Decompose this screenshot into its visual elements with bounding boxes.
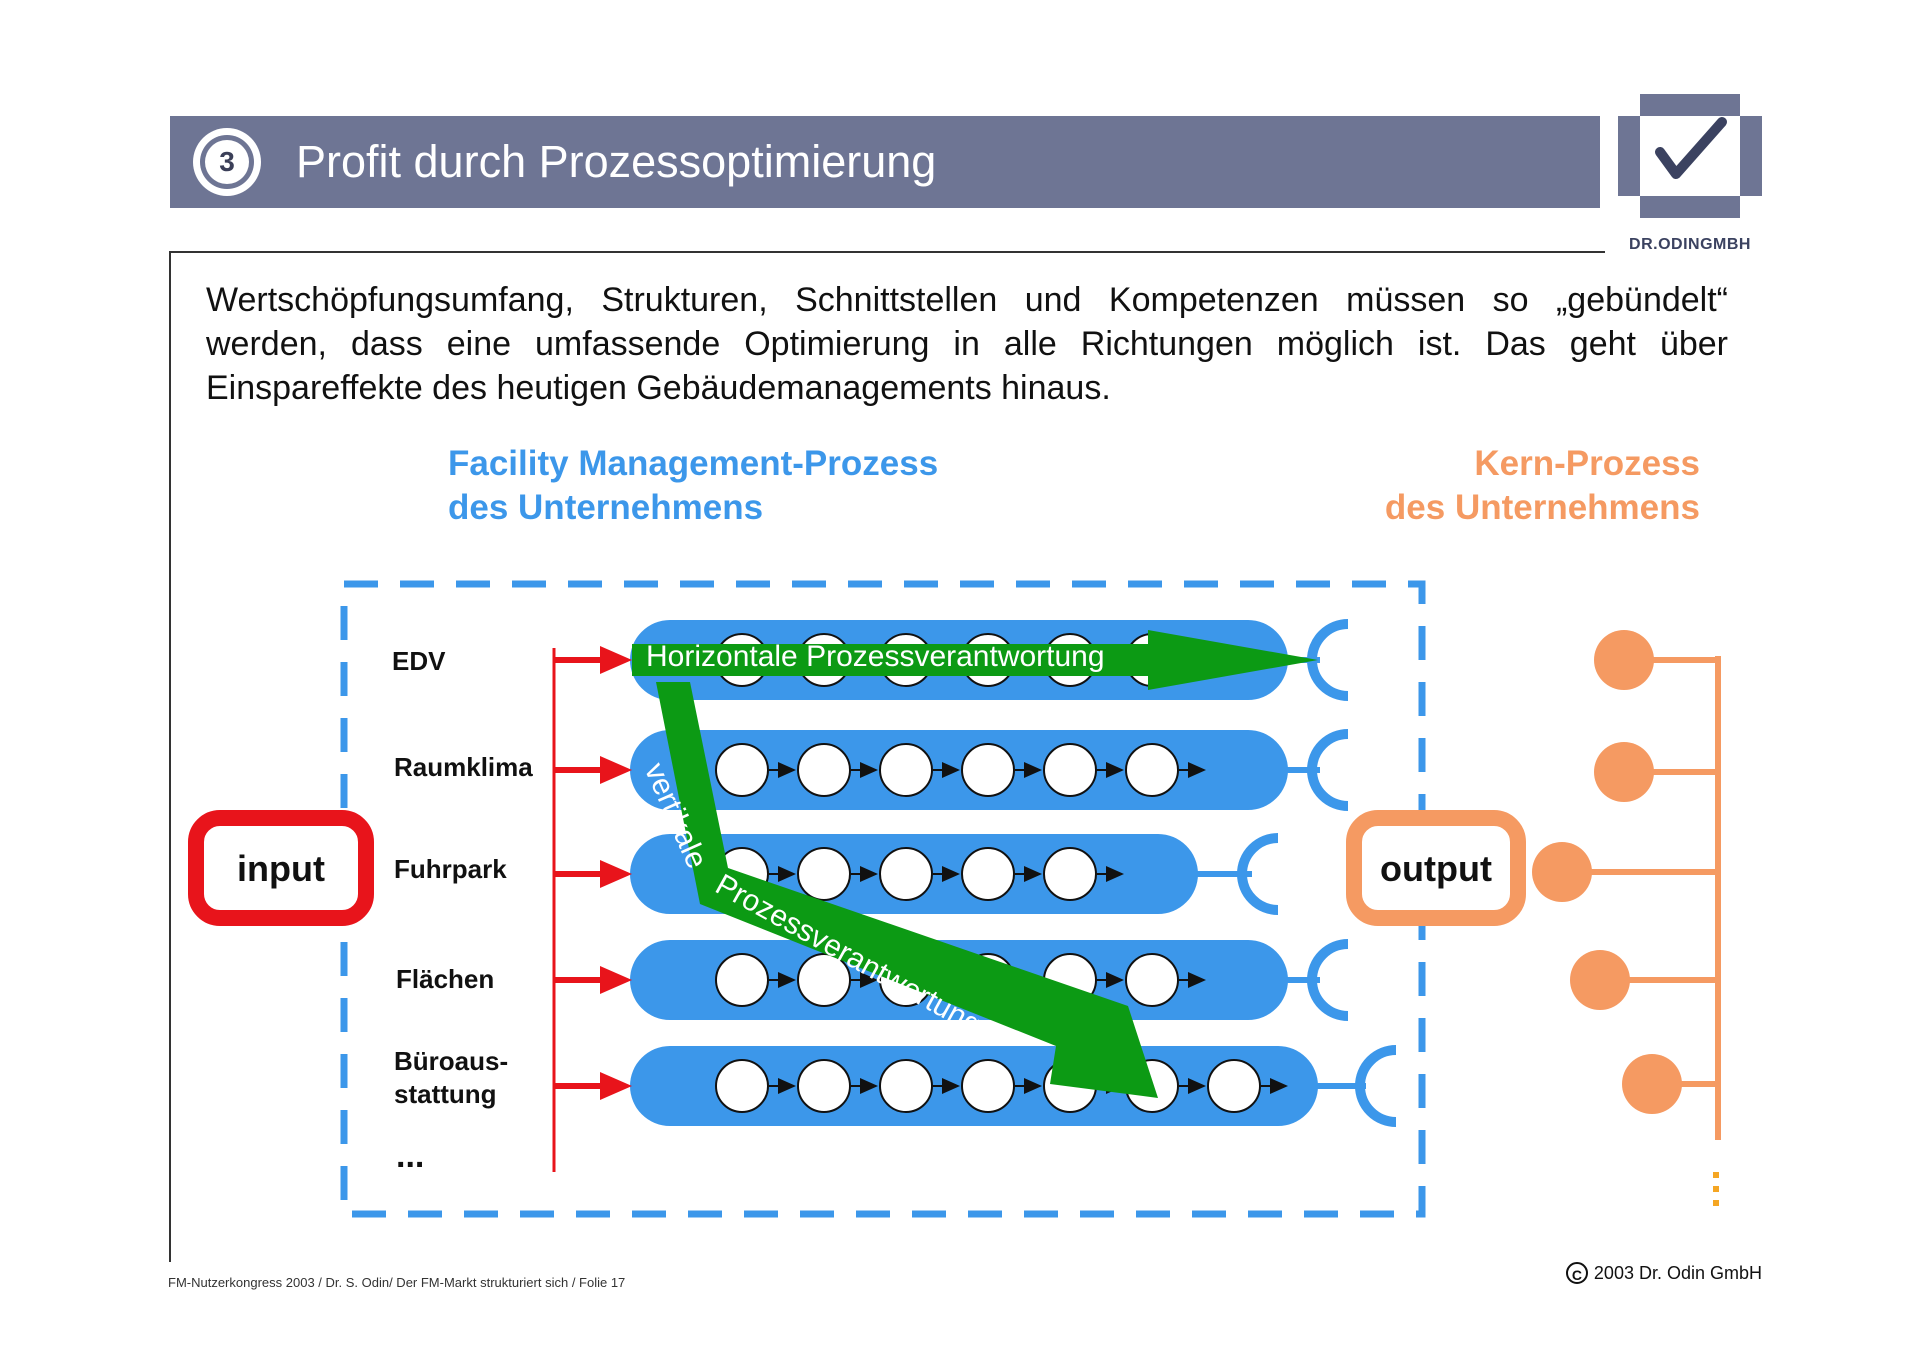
input-box <box>188 810 374 926</box>
lane-port <box>1307 939 1349 1021</box>
process-step-node <box>797 743 851 797</box>
footer-note: FM-Nutzerkongress 2003 / Dr. S. Odin/ De… <box>168 1275 626 1290</box>
fm-process-title: Facility Management-Prozess des Unterneh… <box>448 442 938 530</box>
process-step-node <box>715 1059 769 1113</box>
input-feed-arrow <box>554 966 632 994</box>
input-feed-arrow <box>554 1072 632 1100</box>
divider-left <box>169 252 171 1262</box>
copyright: C 2003 Dr. Odin GmbH <box>1565 1262 1762 1284</box>
process-step-node <box>879 743 933 797</box>
row-label-more: ... <box>396 1137 425 1175</box>
core-process-branch <box>1532 842 1718 902</box>
core-process-title: Kern-Prozess des Unternehmens <box>1385 442 1700 530</box>
fm-process-title-line2: des Unternehmens <box>448 488 764 527</box>
input-feed-arrow <box>554 646 632 674</box>
row-label-raumklima: Raumklima <box>394 752 533 782</box>
process-step-node <box>1043 743 1097 797</box>
company-logo <box>1618 94 1762 218</box>
process-lanes <box>630 619 1397 1127</box>
process-step-node <box>879 1059 933 1113</box>
process-step-node <box>961 1059 1015 1113</box>
process-step-node <box>797 1059 851 1113</box>
row-label-edv: EDV <box>392 646 446 676</box>
lane-port <box>1307 729 1349 811</box>
horizontal-responsibility-arrow <box>632 630 1318 690</box>
core-process-node <box>1532 842 1592 902</box>
process-step-node <box>961 743 1015 797</box>
core-process-more-dots <box>1713 1172 1719 1206</box>
core-process-node <box>1594 630 1654 690</box>
core-process-branch <box>1570 950 1718 1010</box>
process-step-node <box>879 847 933 901</box>
input-feed-arrow <box>554 860 632 888</box>
output-label: output <box>1380 848 1492 889</box>
lane-port <box>1237 833 1279 915</box>
core-process-branch <box>1594 630 1718 690</box>
checkmark-icon <box>1655 117 1727 179</box>
core-process-branch <box>1594 742 1718 802</box>
process-step-node <box>1125 743 1179 797</box>
process-step-node <box>797 953 851 1007</box>
core-process-node <box>1622 1054 1682 1114</box>
process-step-node <box>715 953 769 1007</box>
section-number: 3 <box>205 140 249 184</box>
core-process-title-line1: Kern-Prozess <box>1474 444 1700 483</box>
row-label-flaechen: Flächen <box>396 964 495 994</box>
process-step-node <box>961 847 1015 901</box>
process-step-node <box>715 743 769 797</box>
core-process-node <box>1570 950 1630 1010</box>
input-feed-arrows <box>554 646 632 1100</box>
lane-port <box>1355 1045 1397 1127</box>
header-bar <box>170 116 1600 208</box>
copyright-text: 2003 Dr. Odin GmbH <box>1593 1262 1762 1283</box>
divider-top <box>169 251 1605 253</box>
intro-text: Wertschöpfungsumfang, Strukturen, Schnit… <box>206 281 1728 407</box>
process-step-node <box>1043 847 1097 901</box>
core-process-title-line2: des Unternehmens <box>1384 488 1700 527</box>
logo-text: DR.ODINGMBH <box>1629 236 1751 253</box>
process-lane <box>630 1045 1397 1127</box>
core-process-branches <box>1532 630 1718 1114</box>
core-process-node <box>1594 742 1654 802</box>
page-title: Profit durch Prozessoptimierung <box>296 136 937 187</box>
input-feed-arrow <box>554 756 632 784</box>
horizontal-responsibility-label: Horizontale Prozessverantwortung <box>646 640 1105 673</box>
core-process-branch <box>1622 1054 1718 1114</box>
row-label-bueroausstattung-line1: Büroaus- <box>394 1046 509 1076</box>
process-step-node <box>1207 1059 1261 1113</box>
process-step-node <box>1125 953 1179 1007</box>
copyright-icon: C <box>1565 1262 1588 1284</box>
fm-process-title-line1: Facility Management-Prozess <box>448 444 939 483</box>
row-label-bueroausstattung-line2: stattung <box>394 1079 497 1109</box>
output-box <box>1346 810 1526 926</box>
row-label-bueroausstattung: Büroaus- stattung <box>394 1045 508 1111</box>
input-label: input <box>237 848 325 889</box>
vertical-responsibility-arrow <box>656 682 1158 1098</box>
row-label-fuhrpark: Fuhrpark <box>394 854 507 884</box>
process-step-node <box>797 847 851 901</box>
process-lane <box>630 729 1349 811</box>
